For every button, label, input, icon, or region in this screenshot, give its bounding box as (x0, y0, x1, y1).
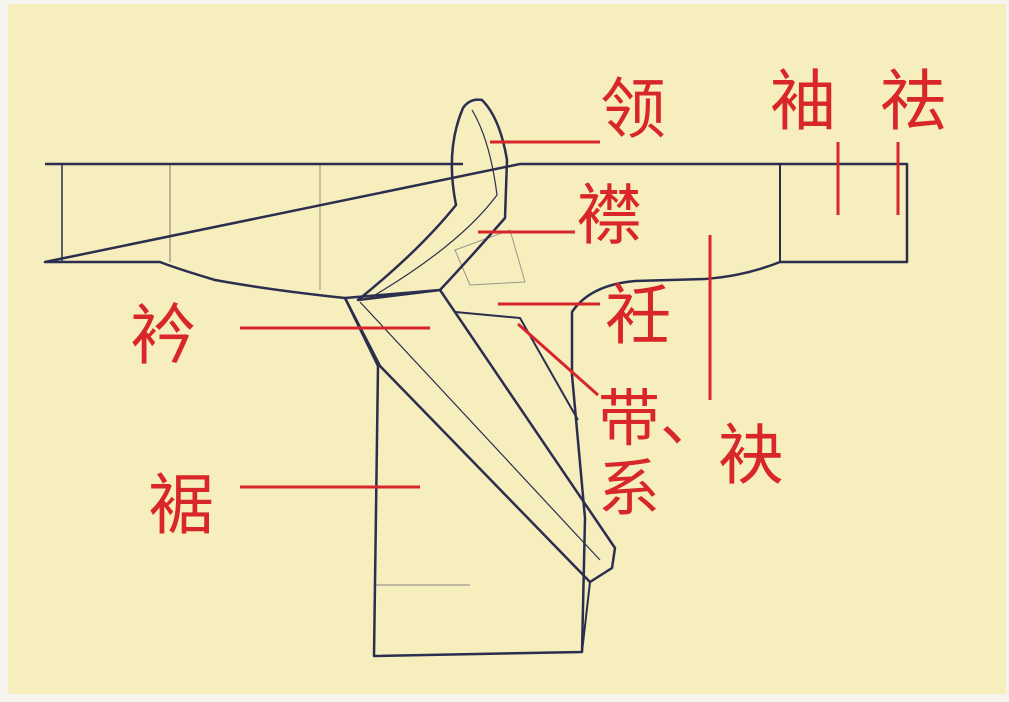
collar-band (356, 98, 509, 302)
diagram-background (8, 4, 1006, 694)
label-leader-lines (240, 140, 900, 489)
label-sleeve: 袖 (770, 63, 836, 140)
label-skirt: 裾 (148, 467, 214, 544)
inner-panel-faint (454, 229, 526, 286)
label-collar: 领 (600, 71, 666, 148)
front-lapel-inner-line (359, 301, 601, 561)
label-belt: 带、 (598, 382, 722, 455)
label-cuff: 祛 (880, 63, 946, 140)
label-side-slit: 袂 (718, 417, 784, 494)
front-lapel-fold (581, 581, 591, 653)
label-lapel: 衿 (130, 297, 196, 374)
label-inner-lapel: 衽 (605, 277, 671, 354)
belt-leader (517, 322, 599, 397)
collar-inner-line (369, 109, 498, 299)
label-front-panel: 襟 (576, 177, 642, 254)
garment-outline (43, 98, 909, 658)
labels: 领 襟 衽 袖 祛 衿 带、 系 袂 裾 (130, 63, 946, 544)
label-tie: 系 (598, 452, 660, 525)
front-lapel-edge (454, 311, 579, 421)
front-lapel (343, 288, 617, 584)
